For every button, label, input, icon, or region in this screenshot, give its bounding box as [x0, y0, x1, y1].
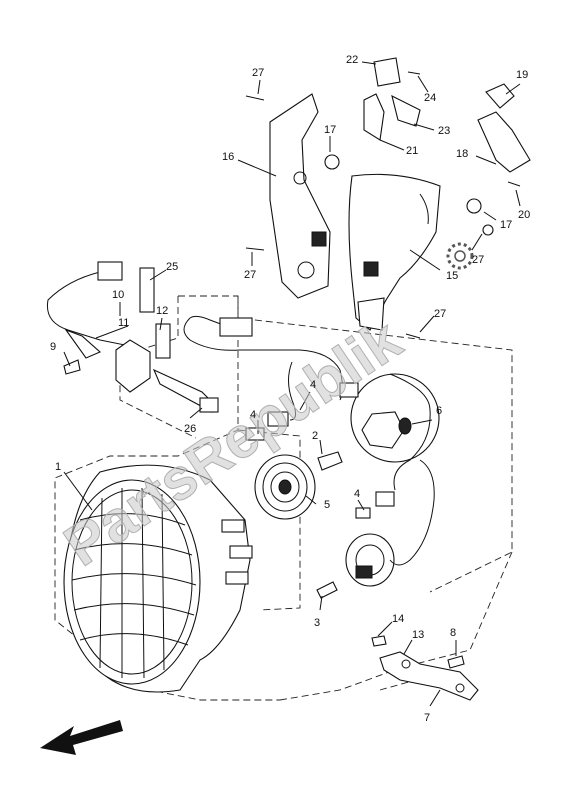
callout-21: 21	[406, 145, 418, 157]
callout-2: 2	[312, 430, 318, 442]
callout-24: 24	[424, 92, 436, 104]
headlight-brackets	[269, 93, 441, 331]
callout-17a: 17	[324, 124, 336, 136]
beam-adjuster	[371, 635, 479, 701]
headlight-assembly	[63, 464, 253, 693]
callout-27c: 27	[472, 254, 484, 266]
bulbs	[316, 451, 343, 599]
callout-20: 20	[518, 209, 530, 221]
callout-22: 22	[346, 54, 358, 66]
callout-15: 15	[446, 270, 458, 282]
position-lamp-socket	[345, 533, 395, 587]
callout-labels: 1 2 3 4 4 4 5 6 7 8 9 10 11 12 13 14 15 …	[50, 54, 530, 724]
leader-lines	[63, 61, 521, 707]
callout-12: 12	[156, 305, 168, 317]
callout-17b: 17	[500, 219, 512, 231]
callout-4a: 4	[310, 379, 316, 391]
headlight-bulb	[350, 373, 440, 463]
wiring-harness	[183, 315, 435, 566]
callout-7: 7	[424, 712, 430, 724]
callout-16: 16	[222, 151, 234, 163]
callout-9: 9	[50, 341, 56, 353]
callout-3: 3	[314, 617, 320, 629]
callout-8: 8	[450, 627, 456, 639]
direction-arrow-icon	[40, 720, 123, 755]
callout-5: 5	[324, 499, 330, 511]
callout-25: 25	[166, 261, 178, 273]
left-wiring-parts	[46, 261, 219, 413]
callout-26: 26	[184, 423, 196, 435]
callout-27a: 27	[252, 67, 264, 79]
callout-27b: 27	[244, 269, 256, 281]
callout-14: 14	[392, 613, 404, 625]
callout-18: 18	[456, 148, 468, 160]
callout-19: 19	[516, 69, 528, 81]
callout-6: 6	[436, 405, 442, 417]
callout-13: 13	[412, 629, 424, 641]
callout-23: 23	[438, 125, 450, 137]
gear-logo-icon	[446, 242, 474, 270]
callout-4b: 4	[250, 409, 256, 421]
bulb-boot	[254, 454, 316, 520]
callout-4c: 4	[354, 488, 360, 500]
callout-11: 11	[118, 317, 129, 329]
callout-10: 10	[112, 289, 124, 301]
hardware	[245, 57, 531, 339]
callout-27d: 27	[434, 308, 446, 320]
callout-1: 1	[55, 461, 61, 473]
